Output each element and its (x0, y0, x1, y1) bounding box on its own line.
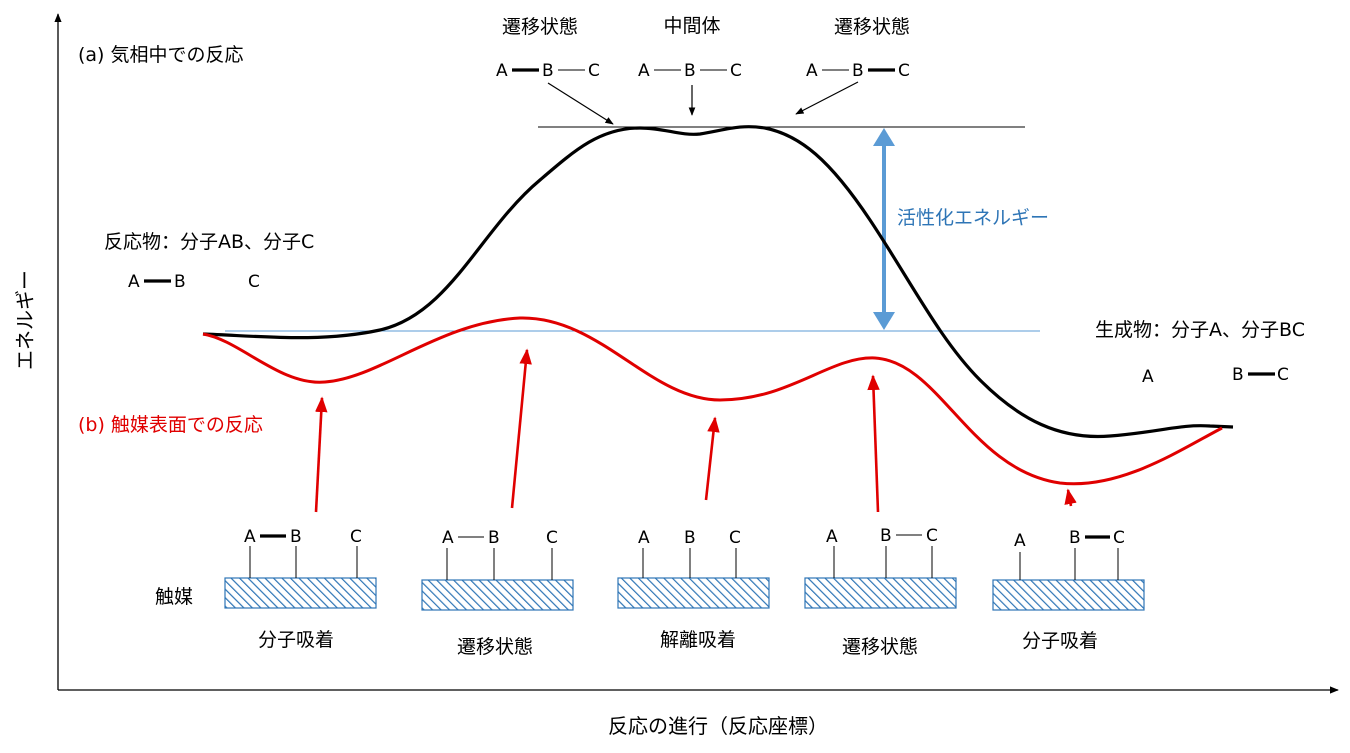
svg-text:解離吸着: 解離吸着 (660, 629, 736, 651)
svg-text:C: C (350, 527, 362, 547)
product-molecules: A B C (1142, 365, 1289, 387)
svg-text:B: B (1069, 528, 1081, 548)
gas-phase-title: (a) 気相中での反応 (78, 44, 244, 66)
svg-text:A: A (1142, 367, 1154, 387)
svg-text:B: B (684, 61, 696, 81)
svg-text:中間体: 中間体 (663, 15, 720, 37)
top-state-1: 遷移状態 A B C (496, 16, 614, 125)
activation-energy-arrow (873, 128, 895, 330)
svg-text:遷移状態: 遷移状態 (834, 16, 910, 38)
svg-text:A: A (638, 61, 650, 81)
svg-text:A: A (496, 61, 508, 81)
svg-text:遷移状態: 遷移状態 (457, 636, 533, 658)
svg-text:A: A (244, 527, 256, 547)
x-axis-label: 反応の進行（反応座標） (608, 714, 828, 738)
svg-text:分子吸着: 分子吸着 (258, 629, 334, 651)
svg-text:C: C (546, 528, 558, 548)
svg-text:C: C (926, 526, 938, 546)
svg-text:A: A (806, 61, 818, 81)
svg-text:遷移状態: 遷移状態 (842, 636, 918, 658)
svg-text:C: C (1113, 528, 1125, 548)
step-arrows (314, 348, 1077, 513)
reactant-molecules: A B C (128, 272, 260, 292)
catalyst-step-1: A B C 分子吸着 (224, 527, 377, 651)
y-axis-label: エネルギー (13, 270, 37, 370)
svg-text:B: B (488, 528, 500, 548)
svg-text:C: C (588, 61, 600, 81)
svg-text:B: B (174, 272, 186, 292)
gas-phase-curve (202, 125, 1234, 439)
svg-text:A: A (638, 528, 650, 548)
catalyst-step-4: A B C 遷移状態 (804, 526, 957, 658)
catalytic-curve (202, 316, 1223, 486)
svg-text:B: B (852, 61, 864, 81)
svg-text:B: B (290, 527, 302, 547)
products-label: 生成物：分子A、分子BC (1095, 319, 1305, 341)
svg-text:B: B (1232, 365, 1244, 385)
catalyst-step-2: A B C 遷移状態 (421, 528, 574, 658)
svg-text:B: B (880, 526, 892, 546)
svg-text:A: A (128, 272, 140, 292)
catalytic-title: (b) 触媒表面での反応 (78, 414, 263, 436)
svg-text:C: C (898, 61, 910, 81)
svg-text:分子吸着: 分子吸着 (1022, 630, 1098, 652)
svg-text:遷移状態: 遷移状態 (502, 16, 578, 38)
svg-text:B: B (542, 61, 554, 81)
svg-text:C: C (1277, 365, 1289, 385)
svg-text:A: A (1014, 531, 1026, 551)
svg-text:C: C (729, 528, 741, 548)
activation-energy-label: 活性化エネルギー (897, 207, 1049, 229)
svg-text:C: C (248, 272, 260, 292)
catalyst-label: 触媒 (155, 586, 193, 608)
svg-text:C: C (730, 61, 742, 81)
svg-text:A: A (826, 527, 838, 547)
svg-text:B: B (684, 528, 696, 548)
top-state-2: 中間体 A B C (638, 15, 742, 116)
catalyst-step-3: A B C 解離吸着 (617, 528, 770, 651)
svg-text:A: A (442, 528, 454, 548)
top-state-3: 遷移状態 A B C (795, 16, 910, 115)
reactants-label: 反応物：分子AB、分子C (104, 231, 314, 253)
catalyst-step-5: A B C 分子吸着 (992, 528, 1145, 652)
